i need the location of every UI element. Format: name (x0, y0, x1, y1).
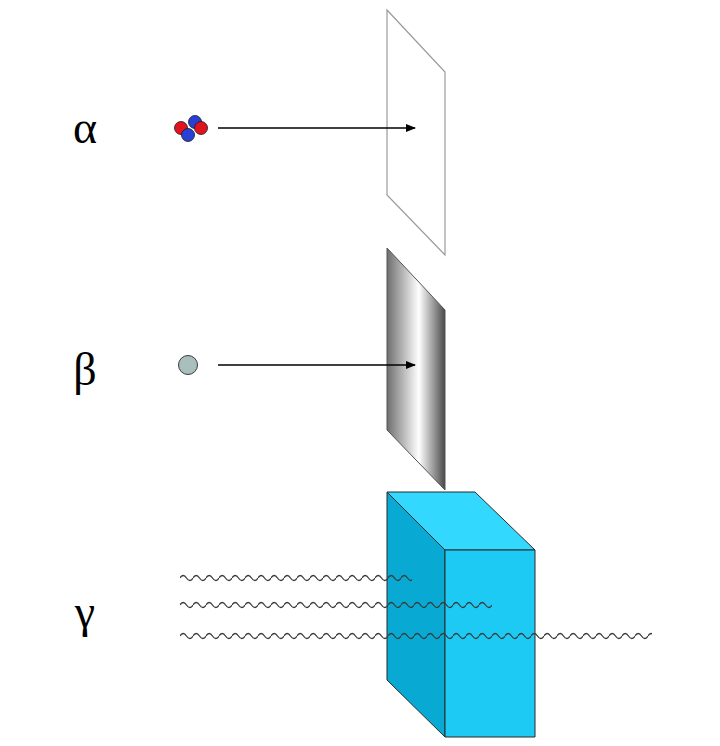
gamma-wave (180, 630, 652, 642)
block-top (387, 492, 535, 550)
beta-particle (179, 356, 198, 375)
lead-block (387, 492, 535, 737)
neutron (182, 129, 195, 142)
proton (195, 122, 208, 135)
alpha-arrow (218, 127, 415, 128)
particle-label: α (73, 105, 97, 151)
gamma-wave (180, 599, 492, 611)
paper-sheet (387, 10, 445, 255)
alpha-particle (175, 116, 208, 142)
gamma-wave (180, 572, 412, 584)
beta-arrow (218, 364, 415, 365)
metal-sheet (387, 248, 445, 490)
particle-label: β (73, 347, 96, 393)
particle-label: γ (75, 589, 95, 635)
block-front (445, 550, 535, 737)
